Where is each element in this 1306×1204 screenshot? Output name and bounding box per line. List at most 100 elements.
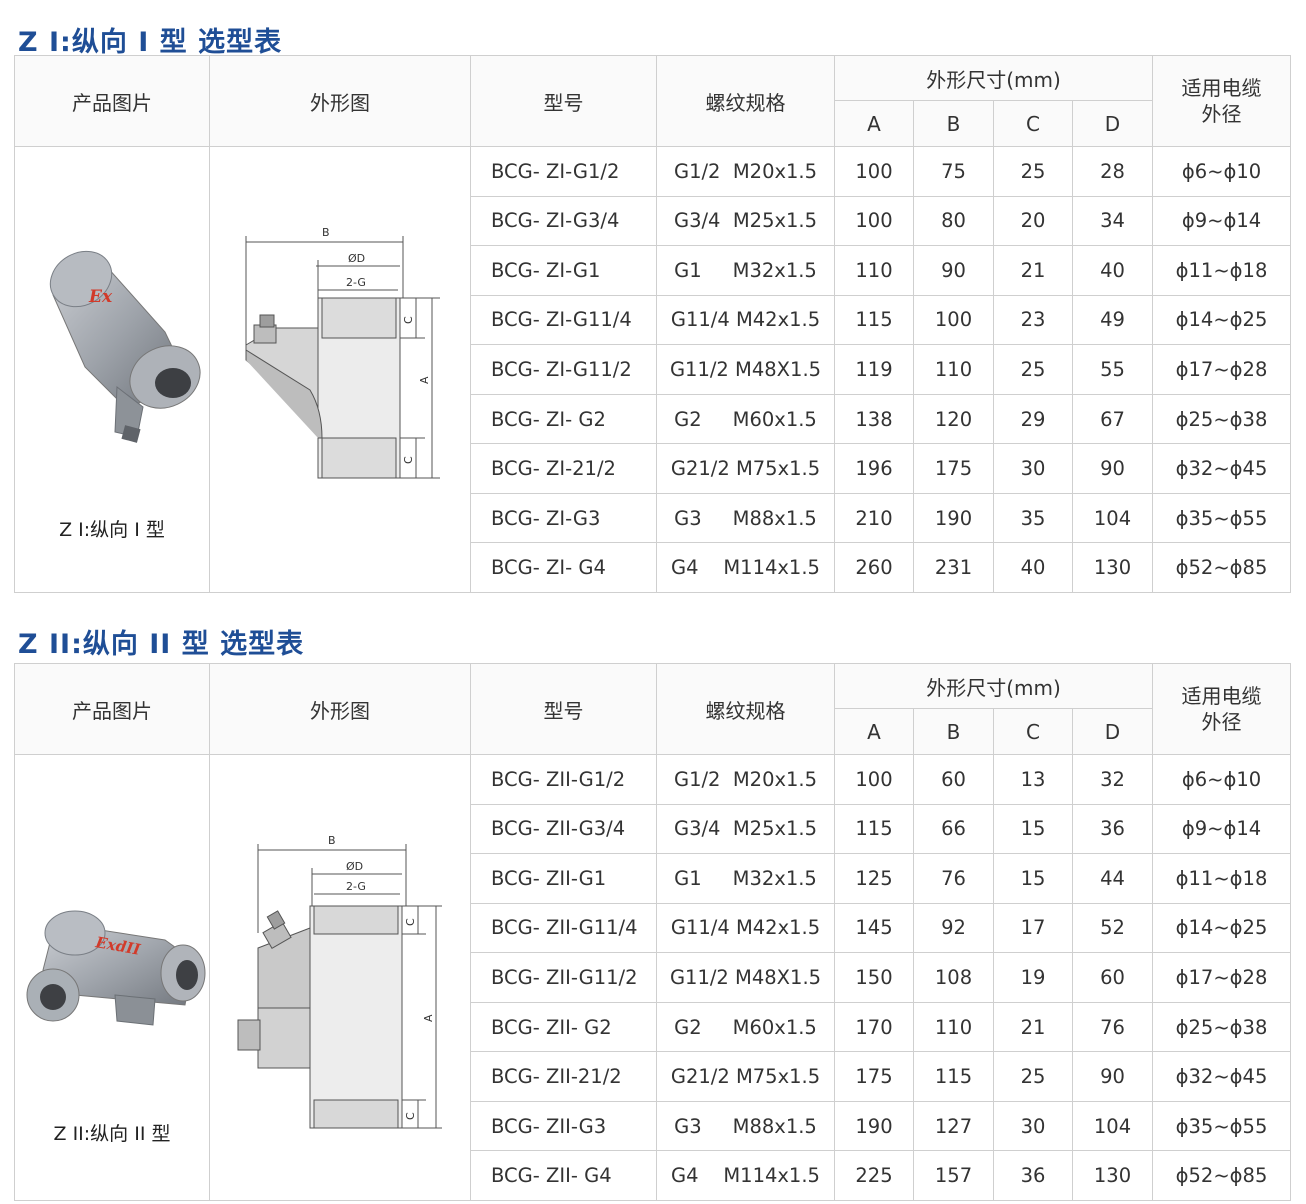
header-photo: 产品图片 xyxy=(14,55,210,147)
dim-b-cell: 231 xyxy=(913,542,994,593)
header-dim-c: C xyxy=(993,100,1073,147)
thread-spec-cell: G1 M32x1.5 xyxy=(656,853,835,904)
section-title-z1: Z I:纵向 I 型 选型表 xyxy=(18,27,283,58)
header-row: 产品图片 外形图 型号 螺纹规格 外形尺寸(mm) 适用电缆 外径 xyxy=(14,55,1292,147)
dim-d-cell: 60 xyxy=(1071,952,1154,1003)
dim-d-cell: 104 xyxy=(1071,1100,1154,1152)
selection-table-z1: 产品图片 外形图 型号 螺纹规格 外形尺寸(mm) 适用电缆 外径 A B C … xyxy=(14,55,1292,593)
model-cell: BCG- ZI-G3/4 xyxy=(470,195,657,247)
cable-diameter-cell: ϕ9~ϕ14 xyxy=(1152,803,1292,855)
dim-b-cell: 108 xyxy=(913,952,994,1003)
thread-spec-cell: G2 M60x1.5 xyxy=(656,1001,835,1053)
header-row: 产品图片 外形图 型号 螺纹规格 外形尺寸(mm) 适用电缆 外径 xyxy=(14,663,1292,755)
model-cell: BCG- ZII- G4 xyxy=(470,1150,657,1201)
dim-b-cell: 92 xyxy=(913,902,994,954)
model-cell: BCG- ZII-G1/2 xyxy=(470,754,657,805)
model-cell: BCG- ZI-21/2 xyxy=(470,443,657,494)
dim-c-cell: 25 xyxy=(993,344,1073,395)
dim-b-cell: 115 xyxy=(913,1051,994,1102)
header-cable: 适用电缆 外径 xyxy=(1152,55,1292,147)
dim-label-d: ØD xyxy=(346,860,363,873)
dim-b-cell: 90 xyxy=(913,245,994,296)
dim-d-cell: 55 xyxy=(1071,344,1154,395)
outline-drawing-cell: B ØD 2-G A C C xyxy=(209,754,471,1201)
header-dim-b: B xyxy=(913,708,994,755)
dim-a-cell: 115 xyxy=(834,803,914,855)
cable-diameter-cell: ϕ9~ϕ14 xyxy=(1152,195,1292,247)
thread-spec-cell: G21/2 M75x1.5 xyxy=(656,443,835,494)
dim-d-cell: 90 xyxy=(1071,1051,1154,1102)
dim-a-cell: 119 xyxy=(834,344,914,395)
dim-a-cell: 210 xyxy=(834,492,914,544)
dim-a-cell: 100 xyxy=(834,146,914,197)
dim-label-d: ØD xyxy=(348,252,365,265)
header-cable-line2: 外径 xyxy=(1201,710,1242,734)
dim-a-cell: 100 xyxy=(834,195,914,247)
header-dimensions: 外形尺寸(mm) xyxy=(833,55,1154,101)
dim-a-cell: 196 xyxy=(834,443,914,494)
thread-spec-cell: G3 M88x1.5 xyxy=(656,1100,835,1152)
outline-drawing-cell: B ØD 2-G A C C xyxy=(209,146,471,593)
dim-a-cell: 170 xyxy=(834,1001,914,1053)
dim-label-b: B xyxy=(328,834,336,847)
dim-c-cell: 30 xyxy=(993,1100,1073,1152)
product-caption: Z I:纵向 I 型 xyxy=(59,519,165,541)
dim-b-cell: 75 xyxy=(913,146,994,197)
dim-c-cell: 29 xyxy=(993,393,1073,445)
header-cable-line1: 适用电缆 xyxy=(1181,76,1262,100)
dim-a-cell: 100 xyxy=(834,754,914,805)
cable-diameter-cell: ϕ17~ϕ28 xyxy=(1152,952,1292,1003)
dim-a-cell: 175 xyxy=(834,1051,914,1102)
header-photo: 产品图片 xyxy=(14,663,210,755)
thread-spec-cell: G3/4 M25x1.5 xyxy=(656,803,835,855)
thread-spec-cell: G21/2 M75x1.5 xyxy=(656,1051,835,1102)
dim-d-cell: 40 xyxy=(1071,245,1154,296)
header-dimensions: 外形尺寸(mm) xyxy=(833,663,1154,709)
dim-a-cell: 115 xyxy=(834,294,914,346)
thread-spec-cell: G11/2 M48X1.5 xyxy=(656,344,835,395)
dim-d-cell: 104 xyxy=(1071,492,1154,544)
model-cell: BCG- ZII- G2 xyxy=(470,1001,657,1053)
dim-a-cell: 145 xyxy=(834,902,914,954)
dim-b-cell: 110 xyxy=(913,1001,994,1053)
dim-c-cell: 25 xyxy=(993,146,1073,197)
model-cell: BCG- ZI- G2 xyxy=(470,393,657,445)
dim-d-cell: 44 xyxy=(1071,853,1154,904)
dim-b-cell: 60 xyxy=(913,754,994,805)
header-model: 型号 xyxy=(470,55,657,147)
dim-b-cell: 120 xyxy=(913,393,994,445)
header-dim-d: D xyxy=(1071,708,1154,755)
dim-d-cell: 52 xyxy=(1071,902,1154,954)
dim-d-cell: 90 xyxy=(1071,443,1154,494)
dim-d-cell: 49 xyxy=(1071,294,1154,346)
model-cell: BCG- ZI-G1 xyxy=(470,245,657,296)
cable-diameter-cell: ϕ25~ϕ38 xyxy=(1152,393,1292,445)
dim-c-cell: 21 xyxy=(993,1001,1073,1053)
model-cell: BCG- ZI-G1/2 xyxy=(470,146,657,197)
table-body: ExdII Z II:纵向 II 型 B xyxy=(14,754,1292,1201)
dim-c-cell: 40 xyxy=(993,542,1073,593)
dim-a-cell: 138 xyxy=(834,393,914,445)
dim-b-cell: 110 xyxy=(913,344,994,395)
cable-diameter-cell: ϕ6~ϕ10 xyxy=(1152,146,1292,197)
dim-c-cell: 30 xyxy=(993,443,1073,494)
dim-label-c: C xyxy=(402,456,415,464)
cable-diameter-cell: ϕ35~ϕ55 xyxy=(1152,1100,1292,1152)
product-photo-cell: ExdII Z II:纵向 II 型 xyxy=(14,754,210,1201)
model-cell: BCG- ZI- G4 xyxy=(470,542,657,593)
header-drawing: 外形图 xyxy=(209,55,471,147)
cable-diameter-cell: ϕ35~ϕ55 xyxy=(1152,492,1292,544)
model-cell: BCG- ZII-G3/4 xyxy=(470,803,657,855)
dim-label-b: B xyxy=(322,226,330,239)
dim-label-c: C xyxy=(404,1112,417,1120)
selection-table-z2: 产品图片 外形图 型号 螺纹规格 外形尺寸(mm) 适用电缆 外径 A B C … xyxy=(14,663,1292,1201)
dim-a-cell: 150 xyxy=(834,952,914,1003)
dim-d-cell: 36 xyxy=(1071,803,1154,855)
